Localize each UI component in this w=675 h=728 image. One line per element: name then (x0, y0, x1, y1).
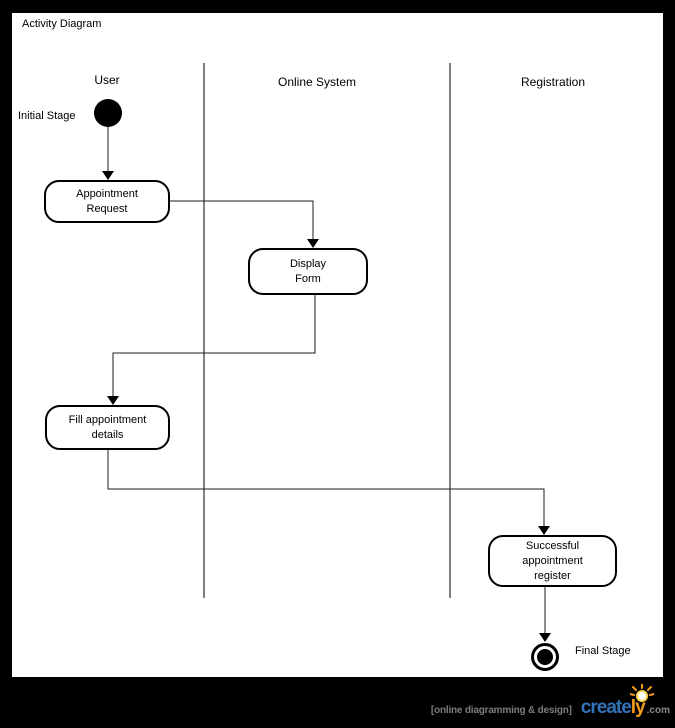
initial-stage-label: Initial Stage (18, 110, 76, 122)
final-stage-node[interactable] (531, 643, 559, 671)
activity-appointment-request[interactable]: Appointment Request (44, 180, 170, 223)
edge-display-form-to-fill-details (107, 295, 316, 405)
lane-header-registration: Registration (520, 75, 586, 89)
lightbulb-icon (629, 684, 654, 702)
connector-layer (102, 63, 551, 642)
initial-stage-node[interactable] (94, 99, 122, 127)
edge-successful-register-to-final (539, 587, 551, 642)
diagram-title: Activity Diagram (22, 18, 102, 30)
lane-header-user: User (94, 73, 120, 87)
creately-logo[interactable]: creately.com (580, 684, 670, 719)
brand-text-dotcom: .com (646, 705, 670, 716)
final-stage-label: Final Stage (575, 645, 631, 657)
final-stage-inner-dot (537, 649, 553, 665)
activity-display-form[interactable]: Display Form (248, 248, 368, 295)
brand-text-ly: ly (630, 697, 646, 718)
footer-tagline: [online diagramming & design] (430, 705, 572, 716)
edge-appointment-request-to-display-form (170, 200, 319, 248)
edge-initial-to-appointment-request (102, 127, 114, 180)
activity-fill-appointment-details[interactable]: Fill appointment details (45, 405, 170, 450)
brand-text-create: create (580, 697, 632, 718)
diagram-canvas: Activity Diagram User Online System Regi… (12, 13, 663, 677)
activity-successful-appointment-register[interactable]: Successful appointment register (488, 535, 617, 587)
footer-bar: [online diagramming & design] creately.c… (0, 677, 675, 728)
edge-fill-details-to-successful-register (107, 450, 550, 535)
lane-header-online-system: Online System (277, 75, 357, 89)
